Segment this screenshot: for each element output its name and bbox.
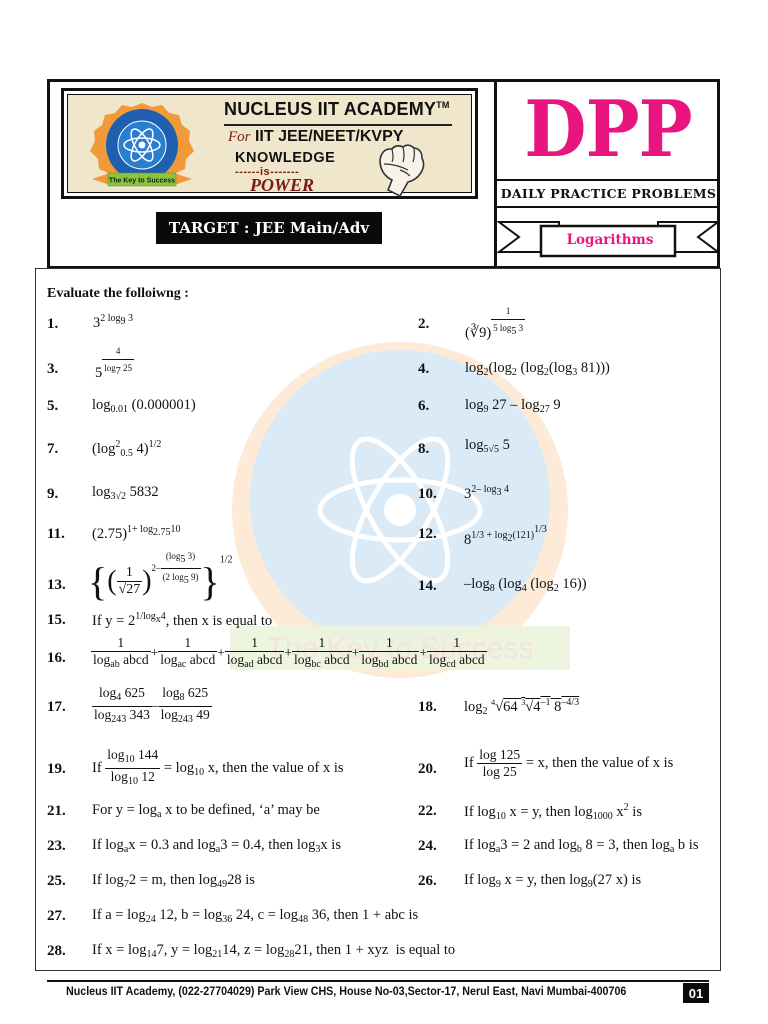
- question-expression: (2.75)1+ log2.7510: [92, 524, 181, 542]
- question-number: 10.: [418, 486, 437, 502]
- watermark-slogan: The Key to Success: [267, 632, 534, 665]
- dpp-title: DPP: [524, 84, 692, 175]
- dpp-subtitle: DAILY PRACTICE PROBLEMS: [500, 186, 717, 201]
- question-number: 7.: [47, 441, 59, 457]
- slogan-power: POWER: [250, 175, 315, 195]
- footer-rule: [47, 980, 709, 982]
- topic-label: Logarithms: [566, 232, 654, 248]
- academy-name: NUCLEUS IIT ACADEMYTM: [224, 99, 450, 119]
- divider: [497, 206, 720, 208]
- question-expression: 32 log9 3: [93, 313, 134, 331]
- question-number: 25.: [47, 873, 66, 889]
- question-number: 2.: [418, 316, 430, 332]
- topic-ribbon-icon: [497, 221, 720, 258]
- question-expression: If log9 x = y, then log9(27 x) is: [464, 872, 642, 890]
- question-number: 21.: [47, 803, 66, 819]
- question-expression: 32– log3 4: [464, 484, 510, 502]
- question-number: 1.: [47, 316, 59, 332]
- question-expression: If x = log147, y = log2114, z = log2821,…: [92, 942, 456, 960]
- question-number: 3.: [47, 361, 59, 377]
- divider: [497, 179, 720, 181]
- fist-icon: [379, 144, 425, 198]
- section-heading: Evaluate the folloiwng :: [47, 286, 189, 301]
- header-frame: [47, 79, 720, 269]
- question-number: 5.: [47, 398, 59, 414]
- question-expression: If log10 x = y, then log1000 x2 is: [464, 802, 642, 822]
- question-number: 26.: [418, 873, 437, 889]
- question-expression: (log20.5 4)1/2: [92, 439, 162, 459]
- question-expression: log2 4√64 3√4–1 8–4/3: [464, 697, 580, 717]
- question-number: 24.: [418, 838, 437, 854]
- svg-text:The Key to Success: The Key to Success: [109, 178, 175, 185]
- question-number: 27.: [47, 908, 66, 924]
- banner-exams: For IIT JEE/NEET/KVPY: [228, 128, 404, 145]
- question-expression: log0.01 (0.000001): [92, 397, 196, 415]
- page-number: 01: [683, 983, 709, 1003]
- question-expression: log5√5 5: [465, 437, 510, 455]
- question-number: 11.: [47, 526, 65, 542]
- question-expression: –log8 (log4 (log2 16)): [464, 576, 587, 594]
- question-expression: If y = 21/logx4, then x is equal to: [92, 611, 273, 629]
- header-divider: [494, 79, 497, 269]
- question-expression: log9 27 – log27 9: [465, 397, 561, 415]
- question-number: 22.: [418, 803, 437, 819]
- question-number: 28.: [47, 943, 66, 959]
- questions-frame: [35, 268, 721, 971]
- question-expression: If logax = 0.3 and loga3 = 0.4, then log…: [92, 837, 341, 855]
- question-number: 15.: [47, 612, 66, 628]
- question-number: 12.: [418, 526, 437, 542]
- question-expression: log2(log2 (log2(log3 81))): [465, 360, 610, 378]
- question-number: 20.: [418, 761, 437, 777]
- question-number: 8.: [418, 441, 430, 457]
- question-expression: If log72 = m, then log4928 is: [92, 872, 255, 890]
- academy-logo-icon: The Key to Success: [90, 103, 194, 187]
- slogan-knowledge: KNOWLEDGE: [235, 150, 336, 166]
- banner-rule: [224, 124, 452, 126]
- question-number: 23.: [47, 838, 66, 854]
- target-label: TARGET : JEE Main/Adv: [156, 212, 382, 244]
- academy-banner: The Key to Success NUCLEUS IIT ACADEMYTM…: [61, 88, 478, 199]
- question-number: 6.: [418, 398, 430, 414]
- question-number: 18.: [418, 699, 437, 715]
- slogan-is: ------is-------: [235, 166, 300, 178]
- footer-address: Nucleus IIT Academy, (022-27704029) Park…: [66, 986, 627, 998]
- question-number: 9.: [47, 486, 59, 502]
- question-expression: If loga3 = 2 and logb 8 = 3, then loga b…: [464, 837, 699, 855]
- question-number: 16.: [47, 650, 66, 666]
- question-expression: For y = loga x to be defined, ‘a’ may be: [92, 802, 320, 820]
- question-number: 13.: [47, 577, 66, 593]
- question-expression: 81/3 + log2(121)1/3: [464, 524, 547, 548]
- question-number: 17.: [47, 699, 66, 715]
- question-number: 14.: [418, 578, 437, 594]
- question-number: 19.: [47, 761, 66, 777]
- question-expression: log3√2 5832: [92, 484, 159, 502]
- question-expression: If a = log24 12, b = log36 24, c = log48…: [92, 907, 419, 925]
- question-expression: {(1√27)2–(log5 3)(2 log5 9)}1/2: [88, 548, 233, 605]
- watermark-logo-icon: The Key to Success: [230, 342, 570, 678]
- question-number: 4.: [418, 361, 430, 377]
